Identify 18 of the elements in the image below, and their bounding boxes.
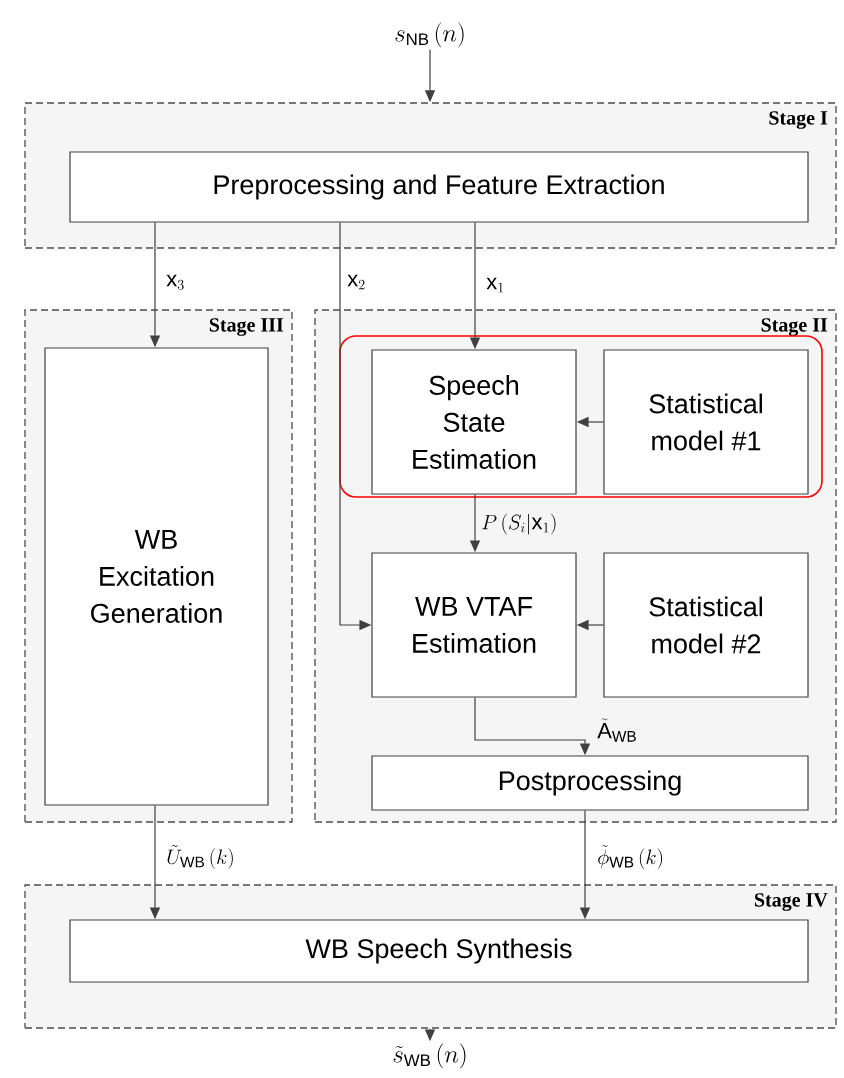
process-box: Speech State Estimation <box>371 349 577 495</box>
highlight-box <box>339 335 823 498</box>
process-box: WB VTAF Estimation <box>371 552 577 698</box>
process-box: WB Speech Synthesis <box>69 919 809 983</box>
edge-label: $P\left(S_{i}\middle|\mathrm{x}_{1}\right)$ <box>482 513 556 535</box>
process-box: WB Excitation Generation <box>44 347 269 806</box>
process-box: Statistical model #2 <box>603 552 809 698</box>
edge-label: $\mathrm{x}_{3}$ <box>166 274 184 290</box>
edge-label: $\mathrm{x}_{1}$ <box>486 277 504 293</box>
process-box: Preprocessing and Feature Extraction <box>69 151 809 223</box>
signal-label: $\tilde{s}_{\mathrm{WB}}\left(n\right)$ <box>393 1043 466 1069</box>
edge-label: $\tilde{\mathrm{A}}_{\mathrm{WB}}$ <box>597 718 636 742</box>
process-box: Postprocessing <box>371 755 809 811</box>
process-box: Statistical model #1 <box>603 349 809 495</box>
edge-label: $\mathrm{x}_{2}$ <box>347 274 365 290</box>
signal-label: $s_{\mathrm{NB}}\left(n\right)$ <box>395 22 464 48</box>
edge-label: $\tilde{\phi}_{\mathrm{WB}}\left(k\right)$ <box>598 844 663 870</box>
edge-label: $\tilde{U}_{\mathrm{WB}}\left(k\right)$ <box>167 845 233 870</box>
